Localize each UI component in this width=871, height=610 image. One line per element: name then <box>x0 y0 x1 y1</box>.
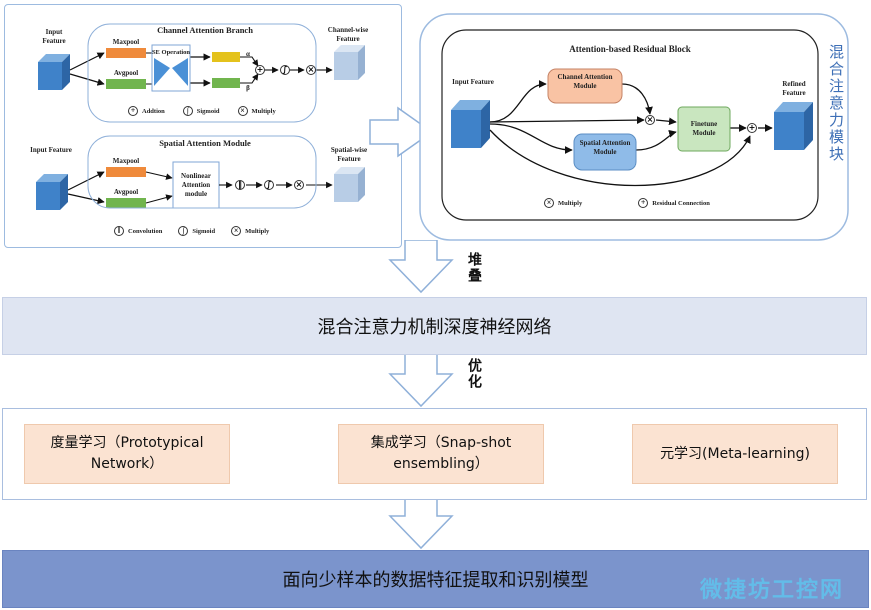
residual-multiply-symbol: × <box>645 115 655 125</box>
stack-label: 堆叠 <box>466 252 482 284</box>
residual-input-label: Input Feature <box>452 78 494 86</box>
channel-output-label: Channel-wise Feature <box>327 26 369 43</box>
spatial-title: Spatial Attention Module <box>159 138 251 148</box>
convolution-symbol: ‖ <box>235 180 245 190</box>
residual-input-cube <box>451 100 490 148</box>
hollow-arrow-down-2 <box>388 353 454 408</box>
se-label: SE Operation <box>151 49 191 56</box>
spatial-output-label: Spatial-wise Feature <box>330 146 368 163</box>
legend-residual-connection: +Residual Connection <box>638 198 710 208</box>
nonlinear-box <box>172 161 220 209</box>
top-right-panel <box>419 13 849 241</box>
finetune-box <box>677 106 731 152</box>
spatial-avgpool-label: Avgpool <box>113 188 139 196</box>
side-label: 混合注意力模块 <box>827 44 845 163</box>
hollow-arrow-down-3 <box>388 495 454 550</box>
multiply-symbol: × <box>294 180 304 190</box>
nonlinear-label: Nonlinear Attention module <box>181 172 211 198</box>
beta-bar <box>212 78 240 88</box>
residual-add-symbol: + <box>747 123 757 133</box>
alpha-bar <box>212 52 240 62</box>
spatial-maxpool-bar <box>106 167 146 177</box>
finetune-label: Finetune Module <box>690 120 718 137</box>
channel-input-cube <box>38 54 70 90</box>
hollow-arrow-down-1 <box>388 240 454 294</box>
channel-input-label: Input Feature <box>42 28 66 45</box>
hybrid-network-band: 混合注意力机制深度神经网络 <box>2 297 867 355</box>
option-prototypical: 度量学习（Prototypical Network） <box>24 424 230 484</box>
channel-title: Channel Attention Branch <box>157 25 253 35</box>
channel-module-box <box>547 68 623 104</box>
spatial-module-box <box>573 133 637 171</box>
watermark: 微捷坊工控网 <box>700 578 845 603</box>
spatial-module-label: Spatial Attention Module <box>579 139 631 156</box>
legend-multiply: ×Multiply <box>237 106 276 116</box>
refined-label: Refined Feature <box>782 80 806 97</box>
spatial-legend: ‖Convolution ∫Sigmoid ×Multiply <box>114 226 269 236</box>
legend-addition: +Addtion <box>128 106 165 116</box>
channel-legend: +Addtion ∫Sigmoid ×Multiply <box>128 106 276 116</box>
legend-sigmoid: ∫Sigmoid <box>182 106 220 116</box>
option-meta-learning: 元学习(Meta-learning) <box>632 424 838 484</box>
refined-cube <box>774 102 813 150</box>
sigmoid-symbol: ∫ <box>280 65 290 75</box>
arrow <box>69 52 105 71</box>
channel-avgpool-label: Avgpool <box>113 69 139 77</box>
channel-maxpool-bar <box>106 48 146 58</box>
hollow-arrow-right <box>369 106 434 158</box>
channel-maxpool-label: Maxpool <box>112 38 140 46</box>
option-snapshot: 集成学习（Snap-shot ensembling） <box>338 424 544 484</box>
channel-avgpool-bar <box>106 79 146 89</box>
residual-legend: ×Multiply +Residual Connection <box>544 198 710 208</box>
sigmoid-symbol: ∫ <box>264 180 274 190</box>
flow-arrows-svg <box>388 240 454 550</box>
arrow <box>69 73 105 86</box>
spatial-branch-frame <box>87 135 317 209</box>
spatial-output-cube <box>334 167 365 202</box>
beta-label: β <box>246 84 250 92</box>
channel-output-cube <box>334 45 365 80</box>
few-shot-model-band: 面向少样本的数据特征提取和识别模型 <box>2 550 869 608</box>
spatial-input-label: Input Feature <box>30 146 72 154</box>
optimize-label: 优化 <box>466 358 482 390</box>
spatial-avgpool-bar <box>106 198 146 208</box>
residual-title: Attention-based Residual Block <box>569 44 691 54</box>
legend-residual-multiply: ×Multiply <box>544 198 582 208</box>
spatial-input-cube <box>36 174 68 210</box>
legend-multiply: ×Multiply <box>231 226 269 236</box>
residual-block-frame <box>441 29 819 221</box>
channel-branch-frame <box>87 23 317 123</box>
channel-module-label: Channel Attention Module <box>557 73 613 90</box>
multiply-symbol: × <box>306 65 316 75</box>
spatial-maxpool-label: Maxpool <box>112 157 140 165</box>
top-diagram-svg <box>36 13 849 241</box>
legend-convolution: ‖Convolution <box>114 226 162 236</box>
addition-symbol: + <box>255 65 265 75</box>
legend-sigmoid: ∫Sigmoid <box>178 226 215 236</box>
alpha-label: α <box>246 50 250 58</box>
